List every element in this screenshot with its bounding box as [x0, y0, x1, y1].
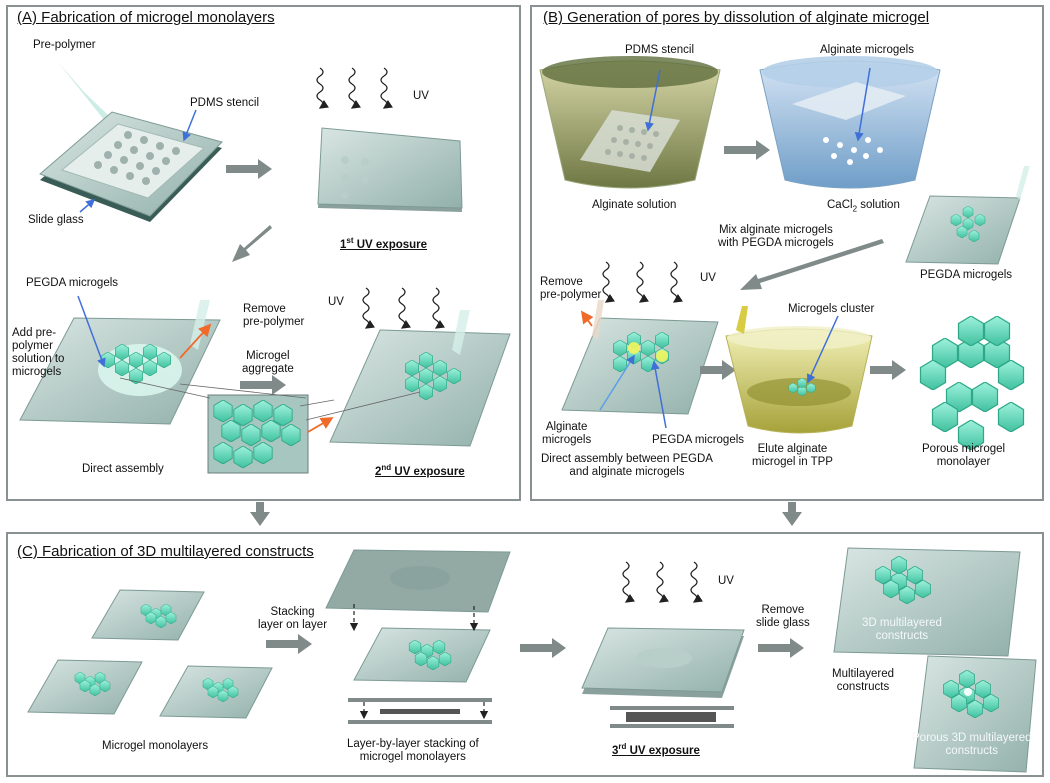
pre-polymer-label: Pre-polymer [33, 39, 96, 51]
3d-constructs-label: 3D multilayered constructs [862, 617, 942, 642]
3d-construct [833, 547, 1021, 657]
stacking-slides [325, 549, 511, 683]
pegda-microgels-label-2: PEGDA microgels [652, 434, 745, 446]
slide-with-stencil [39, 111, 223, 222]
direct-assembly-b-label: Direct assembly between PEGDA and algina… [541, 453, 713, 478]
uv-label-b: UV [700, 272, 716, 284]
pdms-stencil-label: PDMS stencil [190, 97, 260, 109]
porous-monolayer-label: Porous microgel monolayer [922, 443, 1006, 468]
uv-waves-icon-3 [602, 261, 684, 303]
multilayered-constructs-label: Multilayered constructs [832, 668, 894, 693]
cross-section-diagram [348, 698, 492, 724]
elute-label: Elute alginate microgel in TPP [752, 443, 833, 468]
tpp-beaker [725, 306, 873, 434]
add-solution-label: Add pre- polymer solution to microgels [12, 327, 65, 378]
assembly-slide [19, 300, 221, 425]
uv-slide-2 [329, 310, 511, 447]
cacl2-beaker [759, 56, 941, 189]
alginate-beaker [539, 56, 721, 189]
uv-label: UV [413, 90, 429, 102]
uv-slide-stack-1 [317, 127, 463, 212]
panel-a-title: (A) Fabrication of microgel monolayers [17, 9, 275, 26]
mix-label: Mix alginate microgels with PEGDA microg… [718, 224, 834, 249]
panel-c-title: (C) Fabrication of 3D multilayered const… [17, 543, 314, 560]
remove-slide-glass-label: Remove slide glass [756, 604, 810, 629]
lbl-stacking-label: Layer-by-layer stacking of microgel mono… [347, 738, 479, 763]
microgel-aggregate-label: Microgel aggregate [242, 350, 294, 375]
uv-exposure-2-label: 2nd UV exposure [375, 463, 465, 478]
remove-pre-polymer-label: Remove pre-polymer [243, 303, 305, 328]
microgel-monolayers-label: Microgel monolayers [102, 740, 209, 752]
uv-stack-3 [581, 627, 745, 728]
pegda-microgels-label-b: PEGDA microgels [920, 269, 1013, 281]
uv-waves-icon-4 [622, 561, 704, 603]
remove-pre-polymer-label-b: Remove pre-polymer [540, 276, 602, 301]
pegda-microgels-label: PEGDA microgels [26, 277, 119, 289]
microgels-cluster-label: Microgels cluster [788, 303, 875, 315]
uv-exposure-1-label: 1st UV exposure [340, 236, 428, 251]
pegda-slide-b [905, 166, 1030, 265]
monolayer-3 [159, 665, 273, 719]
porous-constructs-label: Porous 3D multilayered constructs [912, 732, 1032, 757]
porous-3d-construct [913, 655, 1037, 773]
alginate-solution-label: Alginate solution [592, 199, 677, 211]
monolayer-2 [27, 659, 143, 715]
uv-waves-icon-2 [362, 287, 446, 329]
alginate-microgels-label: Alginate microgels [820, 44, 914, 56]
uv-exposure-3-label: 3rd UV exposure [612, 742, 700, 757]
panel-b-title: (B) Generation of pores by dissolution o… [543, 9, 930, 26]
mixed-assembly-slide [561, 300, 719, 415]
stacking-label: Stacking layer on layer [258, 606, 328, 631]
cacl2-solution-label: CaCl2 solution [827, 199, 900, 214]
alginate-microgels-label-2: Alginate microgels [542, 421, 592, 446]
direct-assembly-label: Direct assembly [82, 463, 164, 475]
slide-glass-label: Slide glass [28, 214, 84, 226]
porous-monolayer [919, 316, 1025, 450]
uv-waves-icon [316, 67, 394, 109]
uv-label-2: UV [328, 296, 344, 308]
monolayer-1 [91, 589, 205, 641]
uv-label-c: UV [718, 575, 734, 587]
pdms-stencil-label-b: PDMS stencil [625, 44, 695, 56]
